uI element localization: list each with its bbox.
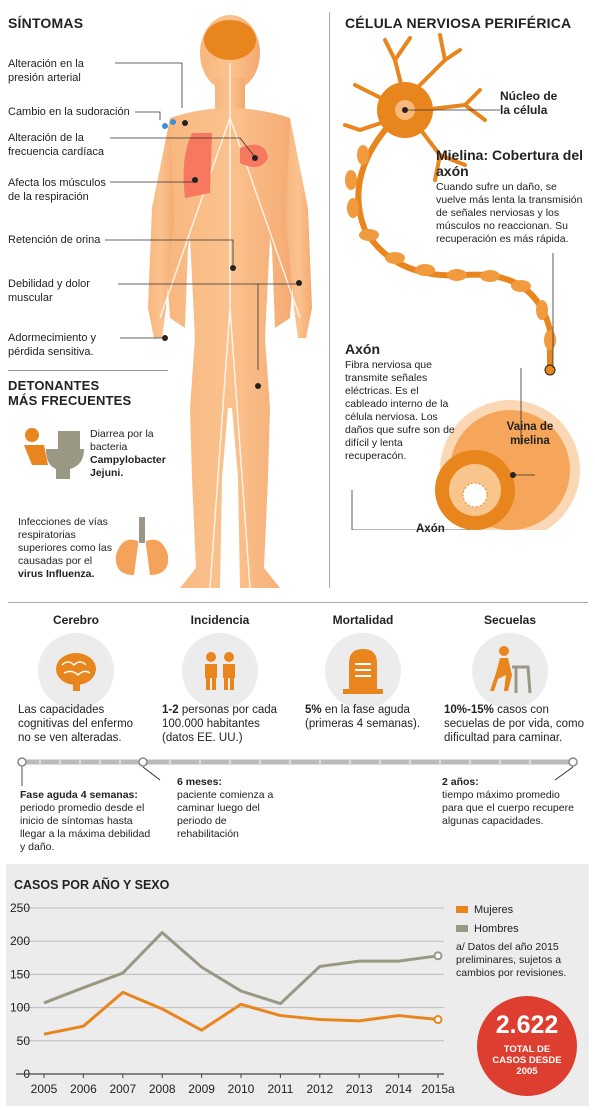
- section-divider: [8, 602, 588, 603]
- legend-hombres: Hombres: [474, 923, 519, 935]
- x-tick-label: 2011: [267, 1082, 293, 1096]
- x-tick-label: 2005: [31, 1082, 58, 1096]
- axon-text: Fibra nerviosa que transmite señales elé…: [345, 359, 455, 462]
- timeline-dot-2y: [568, 757, 578, 767]
- total-value: 2.622: [495, 1011, 559, 1039]
- brain-icon: [56, 653, 96, 691]
- neuron-illustration: [343, 33, 580, 530]
- neuron-title: CÉLULA NERVIOSA PERIFÉRICA: [345, 15, 572, 31]
- x-tick-label: 2007: [109, 1082, 136, 1096]
- triggers-title: DETONANTES MÁS FRECUENTES: [8, 378, 132, 408]
- x-tick-label: 2013: [346, 1082, 373, 1096]
- y-tick-label: 200: [10, 934, 30, 948]
- column-divider: [329, 12, 330, 588]
- series-line-hombres: [43, 931, 439, 1006]
- myelin-text: Cuando sufre un daño, se vuelve más lent…: [436, 181, 583, 245]
- y-tick-label: 150: [10, 967, 30, 981]
- x-tick-label: 2014: [385, 1082, 412, 1096]
- timeline-dot-start: [17, 757, 27, 767]
- stat-incidence-title: Incidencia: [190, 613, 250, 627]
- stat-mortality-title: Mortalidad: [332, 613, 394, 627]
- toilet-icon: [24, 428, 84, 479]
- legend-swatch-mujeres: [456, 906, 468, 913]
- legend-swatch-hombres: [456, 925, 468, 932]
- y-tick-label: 100: [10, 1001, 30, 1015]
- symptom-respiration: Afecta los músculos de la respiración: [8, 177, 106, 203]
- x-tick-label: 2012: [306, 1082, 333, 1096]
- axon-cross-section: [435, 400, 580, 530]
- stat-mortality-text: 5% en la fase aguda (primeras 4 semanas)…: [305, 704, 421, 730]
- axon-title: Axón: [345, 341, 380, 357]
- walker-icon: [490, 646, 532, 694]
- x-tick-label: 2009: [188, 1082, 215, 1096]
- stat-sequels-circle: [472, 633, 548, 709]
- trigger-influenza: Infecciones de vías respiratorias superi…: [18, 516, 112, 580]
- axon-label: Axón: [416, 523, 445, 535]
- total-label: TOTAL DE CASOS DESDE 2005: [492, 1044, 562, 1077]
- symptom-blood-pressure: Alteración en la presión arterial: [8, 58, 84, 84]
- stat-incidence-circle: [182, 633, 258, 709]
- stat-brain-text: Las capacidades cognitivas del enfermo n…: [18, 704, 134, 744]
- symptom-numbness: Adormecimiento y pérdida sensitiva.: [8, 332, 97, 358]
- nucleus-label: Núcleo de la célula: [500, 89, 558, 117]
- tombstone-icon: [343, 649, 383, 694]
- sheath-label: Vaina de mielina: [506, 421, 554, 447]
- timeline-6months: 6 meses: paciente comienza a caminar lue…: [177, 776, 274, 840]
- stat-sequels-title: Secuelas: [483, 613, 537, 627]
- y-tick-label: 50: [17, 1034, 31, 1048]
- chart-title: CASOS POR AÑO Y SEXO: [14, 878, 170, 892]
- chart-note: a/ Datos del año 2015 preliminares, suje…: [456, 941, 567, 979]
- stat-sequels-text: 10%-15% casos con secuelas de por vida, …: [444, 704, 584, 744]
- series-end-marker: [433, 951, 443, 961]
- legend-mujeres: Mujeres: [474, 904, 514, 916]
- x-tick-label: 2008: [149, 1082, 176, 1096]
- timeline-acute: Fase aguda 4 semanas: periodo promedio d…: [20, 789, 151, 853]
- symptom-urine: Retención de orina: [8, 234, 101, 246]
- x-tick-label: 2010: [228, 1082, 255, 1096]
- stat-mortality-circle: [325, 633, 401, 709]
- timeline-dot-6m: [138, 757, 148, 767]
- stat-brain-circle: [38, 633, 114, 709]
- brain-icon: [204, 20, 256, 60]
- x-tick-label: 2015a: [421, 1082, 455, 1096]
- symptoms-title: SÍNTOMAS: [8, 15, 84, 31]
- y-tick-label: 250: [10, 901, 30, 915]
- timeline-2years: 2 años: tiempo máximo promedio para que …: [442, 776, 574, 827]
- series-end-marker: [433, 1015, 443, 1025]
- myelin-title: Mielina: Cobertura del axón: [436, 147, 584, 179]
- symptom-sweating: Cambio en la sudoración: [8, 106, 130, 118]
- divider: [8, 370, 168, 371]
- timeline-track: [17, 757, 578, 786]
- stat-incidence-text: 1-2 personas por cada 100.000 habitantes…: [162, 704, 278, 744]
- series-line-mujeres: [43, 990, 439, 1036]
- stat-brain-title: Cerebro: [52, 613, 99, 627]
- total-badge: 2.622 TOTAL DE CASOS DESDE 2005: [477, 996, 577, 1096]
- symptom-heart-rate: Alteración de la frecuencia cardíaca: [8, 132, 104, 158]
- sweat-icon: [162, 123, 168, 129]
- trigger-bacteria: Diarrea por la bacteria Campylobacter Je…: [90, 428, 166, 479]
- x-tick-label: 2006: [70, 1082, 97, 1096]
- symptom-weakness: Debilidad y dolor muscular: [8, 277, 118, 305]
- people-icon: [205, 652, 235, 690]
- lungs-icon: [115, 517, 169, 575]
